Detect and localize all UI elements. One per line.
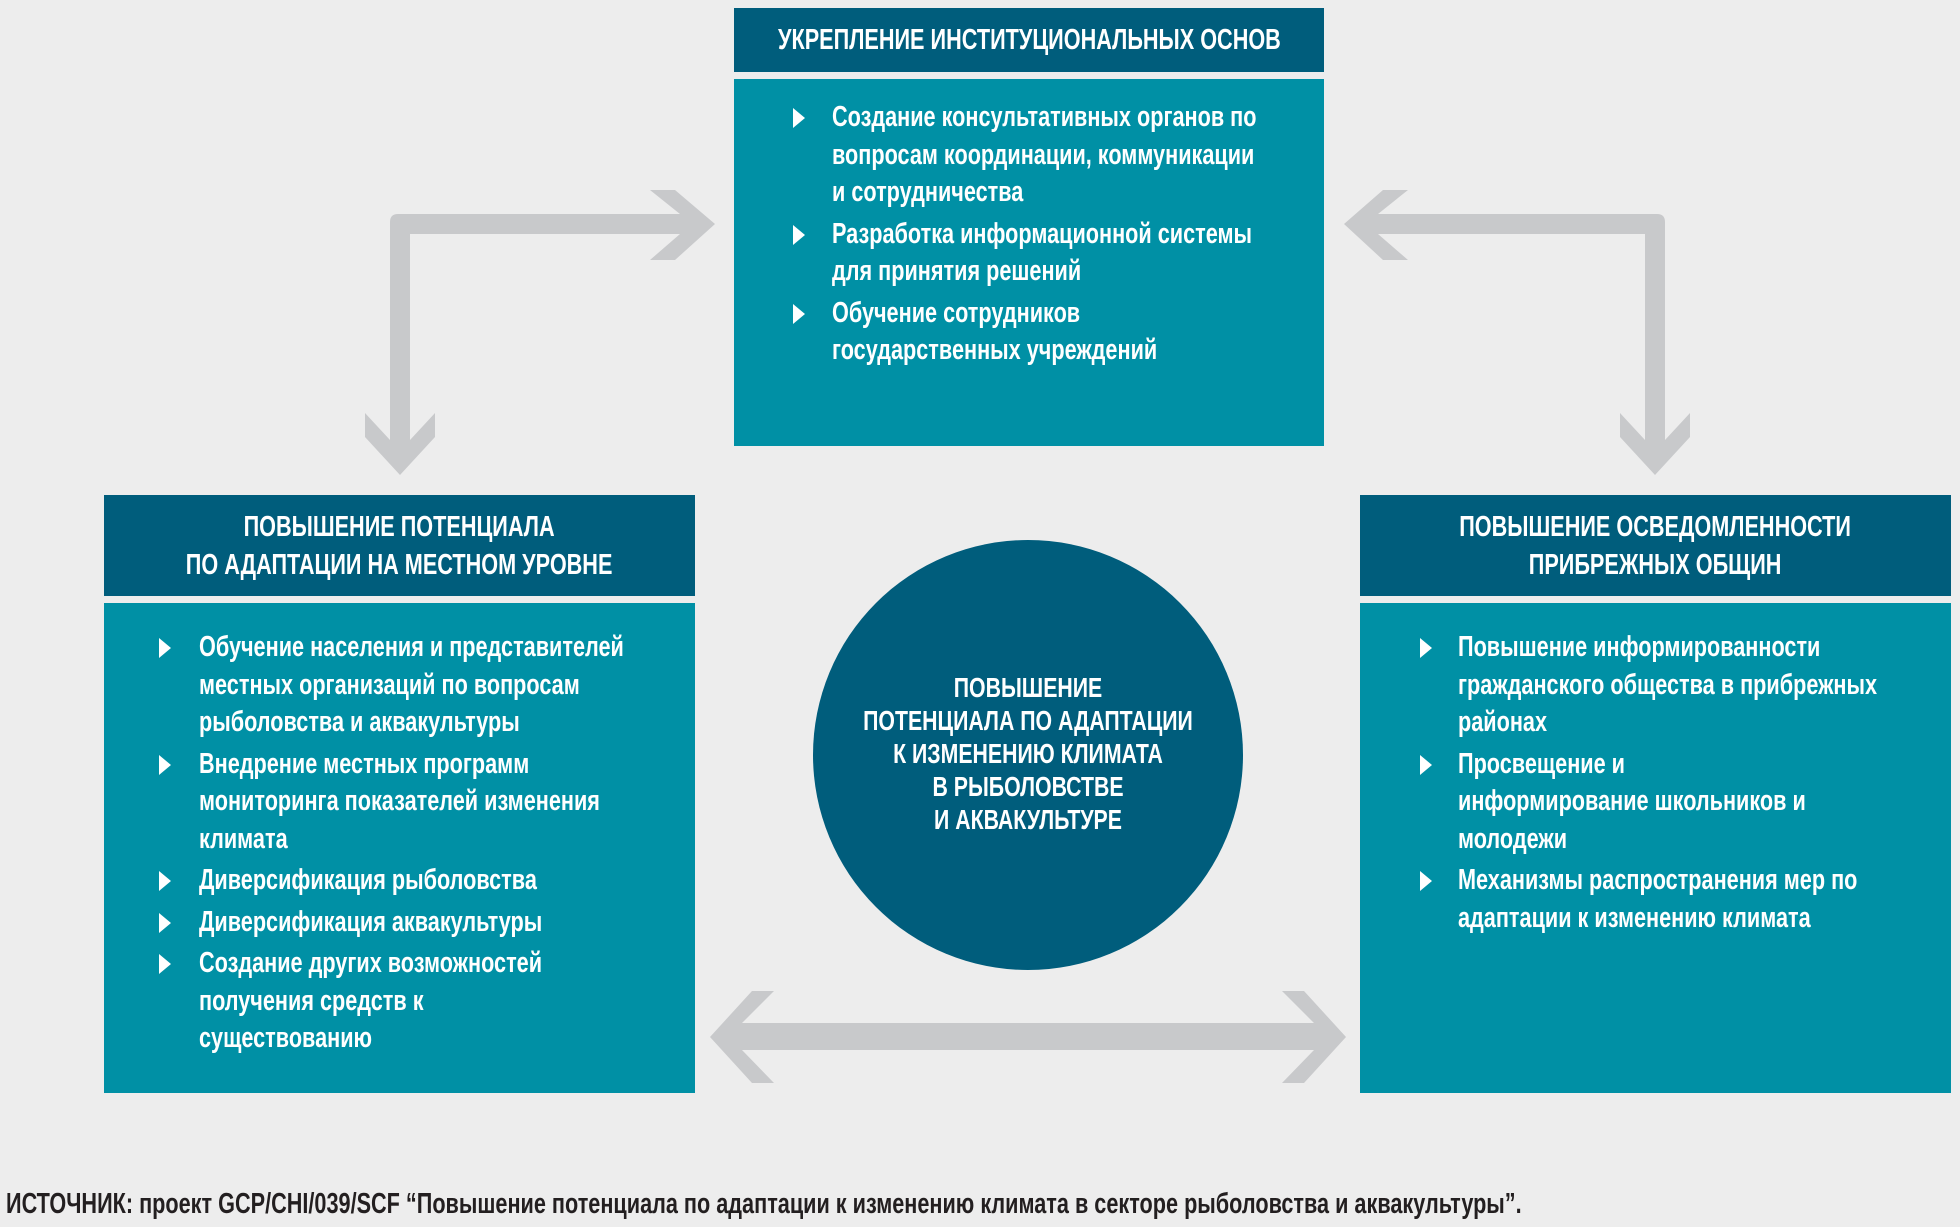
list-item-text: Диверсификация рыболовства [199, 864, 537, 896]
center-goal-title-line: к изменению климата [893, 737, 1163, 769]
box-coastal-awareness-body: Повышение информированности гражданского… [1360, 603, 1951, 1093]
box-local-adaptation-body: Обучение населения и представителей мест… [104, 603, 695, 1093]
box-local-adaptation-header: Повышение потенциала по адаптации на мес… [104, 495, 695, 596]
source-note: Источник: проект GCP/CHI/039/SCF “Повыше… [6, 1186, 1522, 1222]
bullet-triangle-icon [159, 954, 171, 974]
center-goal-title-line: и аквакультуре [934, 803, 1122, 835]
box-institutional-body: Создание консультативных органов по вопр… [734, 79, 1324, 446]
center-goal-title-line: в рыболовстве [932, 770, 1124, 802]
bullet-triangle-icon [1420, 638, 1432, 658]
box-coastal-awareness-title-line: прибрежных общин [1529, 548, 1782, 581]
list-item: Просвещение и информирование школьников … [1420, 746, 1920, 859]
box-coastal-awareness-title-line: Повышение осведомленности [1459, 510, 1852, 543]
list-item: Диверсификация рыболовства [159, 862, 639, 900]
arrow-top-left-shaft [390, 214, 670, 440]
bullet-triangle-icon [159, 638, 171, 658]
center-goal-title: Повышение потенциала по адаптации к изме… [849, 671, 1206, 836]
box-institutional-title-line: Укрепление институциональных основ [777, 24, 1281, 56]
list-item: Диверсификация аквакультуры [159, 904, 639, 942]
list-item-text: Механизмы распространения мер по адаптац… [1458, 864, 1858, 934]
box-institutional-list: Создание консультативных органов по вопр… [793, 99, 1263, 374]
bullet-triangle-icon [793, 224, 805, 245]
list-item: Обучение сотрудников государственных учр… [793, 295, 1263, 370]
center-goal-title-line: потенциала по адаптации [863, 704, 1193, 736]
bullet-triangle-icon [159, 871, 171, 891]
box-coastal-awareness: Повышение осведомленности прибрежных общ… [1360, 495, 1951, 1093]
box-institutional: Укрепление институциональных основ Созда… [734, 8, 1324, 446]
list-item: Создание консультативных органов по вопр… [793, 99, 1263, 212]
box-institutional-header: Укрепление институциональных основ [734, 8, 1324, 72]
box-local-adaptation-list: Обучение населения и представителей мест… [159, 629, 639, 1062]
arrow-top-left-head-right [650, 190, 715, 260]
center-goal-title-line: Повышение [953, 671, 1103, 703]
list-item: Создание других возможностей получения с… [159, 945, 639, 1058]
list-item-text: Создание других возможностей получения с… [199, 947, 543, 1054]
box-local-adaptation-title-line: по адаптации на местном уровне [186, 548, 613, 581]
box-local-adaptation-title: Повышение потенциала по адаптации на мес… [105, 508, 693, 584]
list-item: Обучение населения и представителей мест… [159, 629, 639, 742]
list-item-text: Повышение информированности гражданского… [1458, 631, 1878, 738]
list-item-text: Просвещение и информирование школьников … [1458, 747, 1806, 855]
arrow-bottom-head-right [1282, 991, 1346, 1083]
list-item-text: Внедрение местных программ мониторинга п… [199, 747, 600, 855]
arrow-top-right-head-left [1344, 190, 1408, 260]
box-coastal-awareness-header: Повышение осведомленности прибрежных общ… [1360, 495, 1951, 596]
arrow-bottom-head-left [710, 991, 774, 1083]
arrow-top-right-head-down [1620, 413, 1690, 475]
bullet-triangle-icon [793, 108, 805, 128]
list-item-text: Создание консультативных органов по вопр… [832, 101, 1257, 208]
arrow-top-left-head-down [365, 413, 435, 475]
arrow-top-right [1344, 190, 1690, 475]
arrow-top-left [365, 190, 715, 475]
bullet-triangle-icon [1420, 871, 1432, 891]
box-local-adaptation: Повышение потенциала по адаптации на мес… [104, 495, 695, 1093]
box-institutional-title: Укрепление институциональных основ [735, 21, 1322, 59]
bullet-triangle-icon [159, 912, 171, 933]
box-local-adaptation-title-line: Повышение потенциала [243, 510, 556, 543]
arrow-bottom-shaft [740, 1023, 1320, 1050]
source-text: проект GCP/CHI/039/SCF “Повышение потенц… [133, 1188, 1522, 1220]
list-item: Повышение информированности гражданского… [1420, 629, 1920, 742]
bullet-triangle-icon [159, 754, 171, 775]
arrow-bottom [710, 991, 1346, 1083]
bullet-triangle-icon [793, 303, 805, 324]
box-coastal-awareness-title: Повышение осведомленности прибрежных общ… [1361, 508, 1949, 584]
list-item-text: Диверсификация аквакультуры [199, 905, 543, 938]
list-item: Внедрение местных программ мониторинга п… [159, 746, 639, 859]
list-item: Разработка информационной системы для пр… [793, 216, 1263, 291]
list-item-text: Обучение сотрудников государственных учр… [832, 296, 1158, 367]
list-item: Механизмы распространения мер по адаптац… [1420, 862, 1920, 937]
list-item-text: Разработка информационной системы для пр… [832, 217, 1253, 288]
bullet-triangle-icon [1420, 754, 1432, 775]
list-item-text: Обучение населения и представителей мест… [199, 631, 624, 738]
arrow-top-right-shaft [1390, 214, 1665, 440]
source-label: Источник: [6, 1188, 134, 1220]
box-coastal-awareness-list: Повышение информированности гражданского… [1420, 629, 1920, 941]
center-goal-circle: Повышение потенциала по адаптации к изме… [813, 540, 1243, 970]
